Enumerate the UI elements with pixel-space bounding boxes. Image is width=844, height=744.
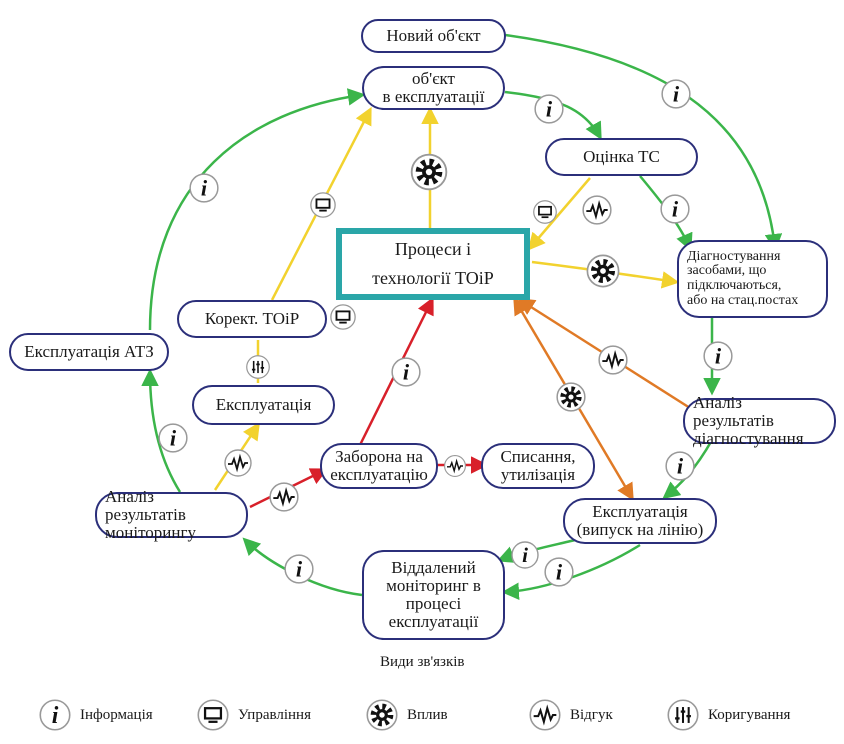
node-operation: Експлуатація [192, 385, 335, 425]
info-icon [703, 341, 733, 371]
info-icon [511, 541, 539, 569]
node-release: Експлуатація (випуск на лінію) [563, 498, 717, 544]
pulse-icon [443, 454, 467, 478]
info-icon [534, 94, 564, 124]
edge-object-to-assessment [504, 90, 602, 141]
legend-item-feedback: Відгук [528, 698, 613, 732]
legend-label: Відгук [570, 706, 613, 723]
pulse-icon [269, 482, 299, 512]
gear-icon [412, 155, 447, 190]
pulse-icon [582, 195, 612, 225]
gear-icon [587, 255, 618, 286]
monitor-icon [196, 698, 230, 732]
node-correction: Корект. ТОіР [177, 300, 327, 338]
legend-label: Інформація [80, 706, 153, 723]
info-icon [284, 554, 314, 584]
legend-item-info: Інформація [38, 698, 153, 732]
edge-monitoring-to-ats [141, 368, 182, 493]
node-remote-monitoring: Віддалений моніторинг в процесі експлуат… [362, 550, 505, 640]
monitor-icon [532, 199, 558, 225]
node-diag-analysis: Аналіз результатів діагностування [683, 394, 836, 447]
gear-icon [557, 383, 585, 411]
gear-icon [365, 698, 399, 732]
info-icon [38, 698, 72, 732]
legend-caption: Види зв'язків [380, 654, 465, 670]
node-center-processes: Процеси і технології ТОіР [336, 228, 530, 300]
node-new-object: Новий об'єкт [361, 19, 506, 53]
info-icon [660, 194, 690, 224]
sliders-icon [245, 354, 271, 380]
legend-label: Управління [238, 706, 311, 723]
info-icon [158, 423, 188, 453]
legend-label: Вплив [407, 706, 448, 723]
pulse-icon [224, 449, 252, 477]
monitor-icon [329, 303, 357, 331]
node-writeoff: Списання, утилізація [481, 443, 595, 489]
edge-ats-to-object [148, 88, 366, 331]
info-icon [544, 557, 574, 587]
node-ats-operation: Експлуатація АТЗ [9, 333, 169, 371]
edge-assessment-to-center [527, 177, 591, 251]
node-object-in-operation: об'єкт в експлуатації [362, 66, 505, 110]
legend-item-correction: Коригування [666, 698, 790, 732]
legend-label: Коригування [708, 706, 791, 723]
info-icon [665, 451, 695, 481]
legend-item-impact: Вплив [365, 698, 448, 732]
pulse-icon [528, 698, 562, 732]
node-assessment: Оцінка ТС [545, 138, 698, 176]
info-icon [391, 357, 421, 387]
monitor-icon [309, 191, 337, 219]
legend-item-control: Управління [196, 698, 311, 732]
info-icon [189, 173, 219, 203]
node-diagnostics: Діагностування засобами, що підключаютьс… [677, 240, 828, 318]
pulse-icon [598, 345, 628, 375]
node-monitoring-analysis: Аналіз результатів моніторингу [95, 488, 248, 541]
edge-release-to-remote-1 [496, 538, 576, 563]
node-ban: Заборона на експлуатацію [320, 443, 438, 489]
info-icon [661, 79, 691, 109]
sliders-icon [666, 698, 700, 732]
